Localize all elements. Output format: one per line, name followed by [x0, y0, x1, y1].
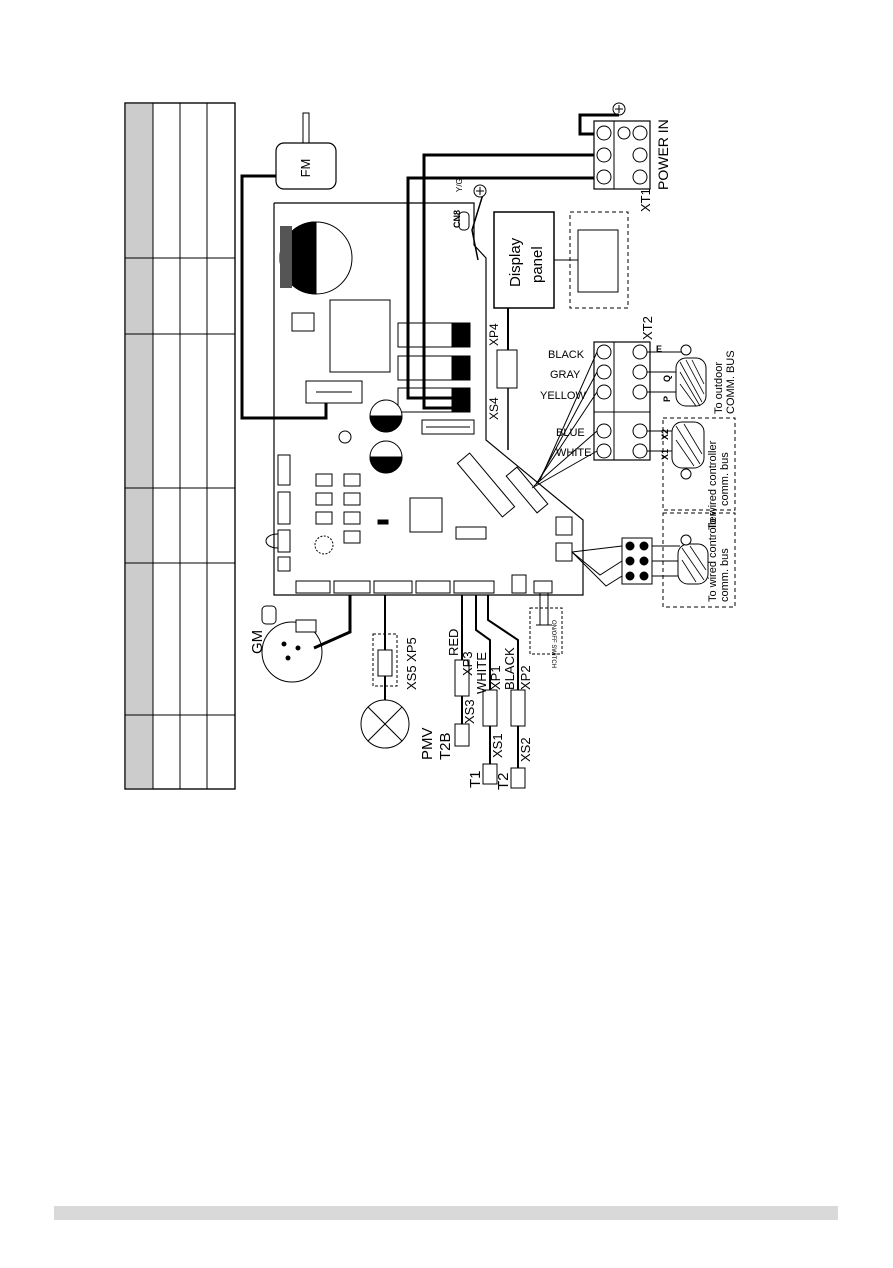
- xp1-label: XP1: [488, 665, 503, 690]
- black-label: BLACK: [502, 647, 517, 690]
- onoff-switch-label: ON/OFF SWITCH: [550, 620, 556, 668]
- main-pcb: [265, 202, 584, 596]
- pmv-valve: [360, 595, 410, 749]
- term-p-label: P: [662, 396, 672, 402]
- xs1-label: XS1: [490, 733, 505, 758]
- to-outdoor-label-2: COMM. BUS: [725, 350, 737, 414]
- xs5-xp5-label: XS5 XP5: [404, 637, 419, 690]
- xs3-label: XS3: [462, 699, 477, 724]
- wire-black-label: BLACK: [548, 349, 585, 361]
- display-label-1: Display: [507, 237, 524, 287]
- onoff-switch: [529, 593, 563, 655]
- wire-gray-label: GRAY: [550, 369, 581, 381]
- fm-wire: [240, 174, 328, 420]
- fan-motor: FM: [275, 112, 337, 190]
- power-in-label: POWER IN: [655, 119, 671, 190]
- term-x2-label: X2: [660, 429, 670, 440]
- power-wires: [406, 153, 598, 410]
- term-x1-label: X1: [660, 449, 670, 460]
- wired-controller-box-a: [647, 417, 736, 511]
- terminal-block-xt2: [593, 341, 651, 461]
- sensor-connectors: [454, 595, 526, 789]
- outdoor-bus-cable: [647, 344, 707, 407]
- xp3-label: XP3: [460, 651, 475, 676]
- to-wired-a-label-1: To wired controller: [707, 440, 719, 530]
- t1-label: T1: [467, 770, 484, 788]
- xp4-label: XP4: [487, 323, 501, 346]
- gm-label: GM: [249, 630, 266, 654]
- xt2-label: XT2: [640, 316, 655, 340]
- xt1-label: XT1: [638, 188, 653, 212]
- display-panel: [493, 211, 629, 389]
- wire-white-label: WHITE: [556, 447, 591, 459]
- xs2-label: XS2: [518, 737, 533, 762]
- t2b-label: T2B: [437, 732, 454, 760]
- pmv-label: PMV: [419, 727, 436, 760]
- footer-bar: [54, 1206, 838, 1220]
- white-label: WHITE: [474, 652, 489, 694]
- to-wired-a-label-2: comm. bus: [719, 452, 731, 506]
- wired-controller-box-b: [571, 512, 736, 608]
- side-table: [124, 102, 236, 790]
- terminal-block-xt1: [593, 120, 651, 190]
- t2-label: T2: [495, 772, 512, 790]
- term-q-label: Q: [662, 375, 672, 382]
- to-outdoor-label-1: To outdoor: [713, 362, 725, 414]
- yg-label: Y/G: [455, 178, 464, 192]
- xt2-wires: [531, 351, 598, 489]
- xs4-label: XS4: [487, 397, 501, 420]
- wire-yellow-label: YELLOW: [540, 390, 586, 402]
- ground-symbol: [458, 102, 626, 231]
- fm-label: FM: [298, 159, 313, 178]
- cn8-label: CN8: [452, 210, 462, 228]
- display-label-2: panel: [529, 246, 546, 283]
- to-wired-b-label-2: comm. bus: [719, 548, 731, 602]
- to-wired-b-label-1: To wired controller: [707, 512, 719, 602]
- gm-motor: [261, 605, 323, 683]
- red-label: RED: [446, 629, 461, 656]
- term-e-label: E: [656, 344, 662, 354]
- xp2-label: XP2: [518, 665, 533, 690]
- wire-blue-label: BLUE: [556, 427, 585, 439]
